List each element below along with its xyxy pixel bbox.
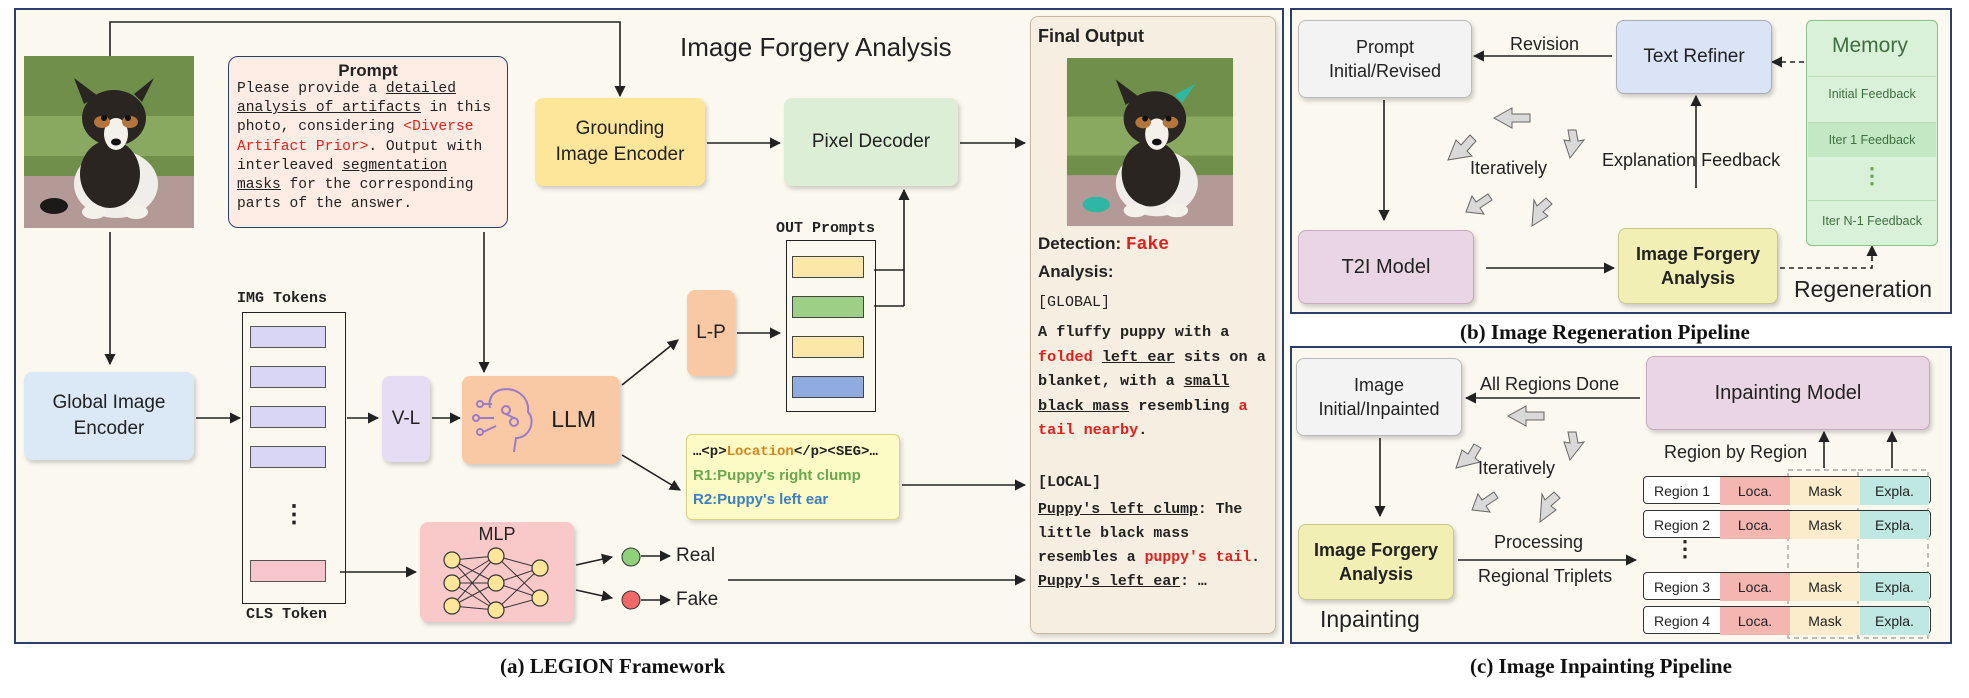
global-image-encoder: Global Image Encoder bbox=[24, 372, 194, 460]
brain-icon bbox=[472, 388, 533, 453]
regeneration-label: Regeneration bbox=[1794, 276, 1933, 302]
region-name: Region 4 bbox=[1653, 613, 1711, 629]
seg-region-2: R2:Puppy's left ear bbox=[693, 491, 829, 508]
inpainting-label: Inpainting bbox=[1320, 606, 1420, 632]
memory-item: Iter 1 Feedback bbox=[1808, 122, 1936, 157]
output-puppy-image bbox=[1066, 58, 1234, 226]
prompt-text: Please provide a detailed analysis of ar… bbox=[237, 81, 491, 213]
seg-output-box: …<p>Location</p><SEG>… R1:Puppy's right … bbox=[686, 434, 900, 520]
region-name: Region 2 bbox=[1653, 517, 1711, 533]
region-row: Region 3 Loca. Mask Expla. bbox=[1643, 572, 1931, 601]
region-mask: Mask bbox=[1790, 477, 1860, 505]
pixel-decoder: Pixel Decoder bbox=[784, 98, 958, 186]
fake-dot-icon bbox=[621, 590, 641, 610]
detection-line: Detection: Fake bbox=[1038, 234, 1170, 255]
processing-label: Processing bbox=[1494, 532, 1584, 552]
analysis-label: Analysis: bbox=[1038, 262, 1114, 281]
t2i-model-box: T2I Model bbox=[1298, 230, 1474, 304]
regions-ellipsis: ⋮ bbox=[1674, 536, 1696, 561]
prompt-box: Prompt Please provide a detailed analysi… bbox=[228, 56, 508, 228]
network-icon bbox=[443, 547, 549, 619]
seg-line: …<p>Location</p><SEG>… bbox=[693, 444, 878, 460]
llm-label: LLM bbox=[551, 406, 596, 433]
regional-triplets-label: Regional Triplets bbox=[1478, 566, 1613, 586]
region-row: Region 1 Loca. Mask Expla. bbox=[1643, 476, 1931, 505]
region-mask: Mask bbox=[1790, 607, 1860, 635]
img-token bbox=[250, 366, 326, 388]
region-name: Region 3 bbox=[1653, 579, 1711, 595]
local-tag: [LOCAL] bbox=[1038, 474, 1102, 491]
out-prompts-label: OUT Prompts bbox=[776, 220, 876, 237]
llm-box: LLM bbox=[462, 376, 620, 464]
local-analysis-text: Puppy's left clump: The little black mas… bbox=[1038, 502, 1261, 590]
region-row: Region 2 Loca. Mask Expla. bbox=[1643, 510, 1931, 539]
region-expla: Expla. bbox=[1860, 511, 1929, 539]
vl-projector: V-L bbox=[382, 376, 430, 462]
legion-caption: (a) LEGION Framework bbox=[500, 654, 726, 678]
regen-caption: (b) Image Regeneration Pipeline bbox=[1460, 320, 1750, 344]
grounding-image-encoder: Grounding Image Encoder bbox=[535, 98, 705, 186]
cls-token-label: CLS Token bbox=[246, 606, 328, 623]
seg-region-1: R1:Puppy's right clump bbox=[693, 467, 861, 484]
region-loca: Loca. bbox=[1720, 511, 1790, 539]
img-token bbox=[250, 326, 326, 348]
cls-token bbox=[250, 560, 326, 582]
inpaint-caption: (c) Image Inpainting Pipeline bbox=[1470, 654, 1732, 678]
prompt-heading: Prompt bbox=[338, 61, 398, 80]
final-output-heading: Final Output bbox=[1038, 26, 1144, 46]
out-prompt-token bbox=[792, 256, 864, 278]
global-analysis-text: A fluffy puppy with a folded left ear si… bbox=[1038, 323, 1266, 439]
real-dot-icon bbox=[621, 547, 641, 567]
fake-label: Fake bbox=[676, 589, 719, 610]
region-expla: Expla. bbox=[1860, 477, 1929, 505]
img-tokens-ellipsis: ⋮ bbox=[282, 501, 306, 528]
inpaint-iteratively: Iteratively bbox=[1478, 458, 1556, 478]
out-prompt-token bbox=[792, 336, 864, 358]
out-prompt-token bbox=[792, 376, 864, 398]
region-expla: Expla. bbox=[1860, 607, 1929, 635]
lp-projector: L-P bbox=[687, 290, 735, 376]
input-puppy-image bbox=[24, 56, 194, 228]
mlp-label: MLP bbox=[478, 524, 516, 544]
memory-item: Iter N-1 Feedback bbox=[1808, 200, 1936, 241]
region-by-region-label: Region by Region bbox=[1664, 442, 1808, 462]
img-token bbox=[250, 446, 326, 468]
real-label: Real bbox=[676, 545, 716, 566]
out-prompts-frame bbox=[786, 240, 876, 412]
revision-label: Revision bbox=[1510, 34, 1580, 54]
mlp-box: MLP bbox=[420, 522, 574, 622]
region-expla: Expla. bbox=[1860, 573, 1929, 601]
inpaint-image-box: Image Initial/Inpainted bbox=[1296, 358, 1462, 436]
memory-item: ⋮ bbox=[1861, 163, 1883, 188]
region-name: Region 1 bbox=[1653, 483, 1711, 499]
explanation-feedback-label: Explanation Feedback bbox=[1602, 150, 1781, 170]
img-tokens-label: IMG Tokens bbox=[237, 290, 328, 307]
memory-item: Initial Feedback bbox=[1808, 76, 1936, 111]
memory-label: Memory bbox=[1832, 34, 1908, 57]
regen-iteratively: Iteratively bbox=[1470, 158, 1548, 178]
region-mask: Mask bbox=[1790, 511, 1860, 539]
all-regions-done-label: All Regions Done bbox=[1480, 374, 1620, 394]
inpaint-forgery-analysis-box: Image Forgery Analysis bbox=[1298, 524, 1454, 600]
img-tokens-frame bbox=[242, 312, 346, 604]
regen-forgery-analysis-box: Image Forgery Analysis bbox=[1618, 228, 1778, 304]
region-loca: Loca. bbox=[1720, 607, 1790, 635]
global-tag: [GLOBAL] bbox=[1038, 294, 1111, 311]
region-loca: Loca. bbox=[1720, 477, 1790, 505]
img-token bbox=[250, 406, 326, 428]
text-refiner-box: Text Refiner bbox=[1616, 20, 1772, 94]
region-row: Region 4 Loca. Mask Expla. bbox=[1643, 606, 1931, 635]
region-loca: Loca. bbox=[1720, 573, 1790, 601]
inpainting-model-box: Inpainting Model bbox=[1646, 356, 1930, 430]
out-prompt-token bbox=[792, 296, 864, 318]
region-mask: Mask bbox=[1790, 573, 1860, 601]
legion-title: Image Forgery Analysis bbox=[680, 32, 952, 62]
regen-prompt-box: Prompt Initial/Revised bbox=[1298, 20, 1472, 98]
